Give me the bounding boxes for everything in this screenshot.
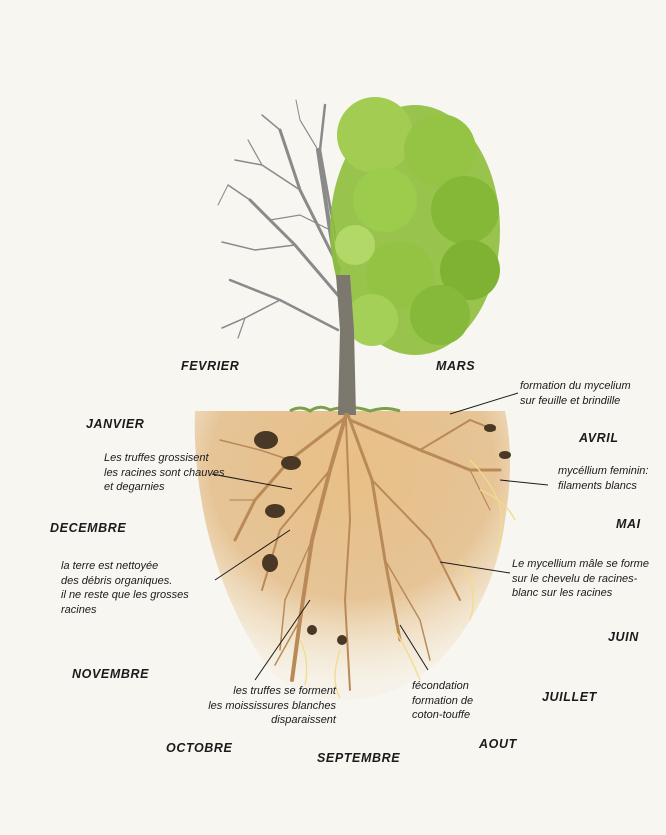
note-line: fécondation xyxy=(412,679,473,694)
note-line: des débris organiques. xyxy=(61,574,189,589)
note-line: les truffes se forment xyxy=(176,684,336,699)
note-mycelium-male: Le mycellium mâle se forme sur le chevel… xyxy=(512,557,649,601)
month-janvier: JANVIER xyxy=(86,417,144,431)
note-line: la terre est nettoyée xyxy=(61,559,189,574)
note-line: formation de xyxy=(412,694,473,709)
note-line: filaments blancs xyxy=(558,479,648,494)
note-line: racines xyxy=(61,603,189,618)
note-mycelium-formation: formation du mycelium sur feuille et bri… xyxy=(520,379,631,408)
note-line: blanc sur les racines xyxy=(512,586,649,601)
note-line: sur feuille et brindille xyxy=(520,394,631,409)
month-juillet: JUILLET xyxy=(542,690,597,704)
note-line: formation du mycelium xyxy=(520,379,631,394)
note-line: Le mycellium mâle se forme xyxy=(512,557,649,572)
note-terre-nettoyee: la terre est nettoyée des débris organiq… xyxy=(61,559,189,617)
note-line: mycéllium feminin: xyxy=(558,464,648,479)
note-line: et degarnies xyxy=(104,480,224,495)
month-novembre: NOVEMBRE xyxy=(72,667,149,681)
month-avril: AVRIL xyxy=(579,431,619,445)
note-line: les moississures blanches xyxy=(176,699,336,714)
note-truffes-grossissent: Les truffes grossisent les racines sont … xyxy=(104,451,224,495)
month-aout: AOUT xyxy=(479,737,517,751)
note-line: disparaissent xyxy=(176,713,336,728)
note-line: les racines sont chauves xyxy=(104,466,224,481)
month-octobre: OCTOBRE xyxy=(166,741,232,755)
month-mai: MAI xyxy=(616,517,641,531)
month-juin: JUIN xyxy=(608,630,639,644)
note-line: sur le chevelu de racines- xyxy=(512,572,649,587)
month-septembre: SEPTEMBRE xyxy=(317,751,400,765)
note-fecondation: fécondation formation de coton-touffe xyxy=(412,679,473,723)
note-truffes-forment: les truffes se forment les moississures … xyxy=(176,684,336,728)
note-mycelium-feminin: mycéllium feminin: filaments blancs xyxy=(558,464,648,493)
bare-branches xyxy=(218,100,344,400)
green-foliage xyxy=(330,97,500,355)
note-line: coton-touffe xyxy=(412,708,473,723)
month-mars: MARS xyxy=(436,359,475,373)
note-line: il ne reste que les grosses xyxy=(61,588,189,603)
month-decembre: DECEMBRE xyxy=(50,521,126,535)
soil-area xyxy=(195,411,510,700)
note-line: Les truffes grossisent xyxy=(104,451,224,466)
month-fevrier: FEVRIER xyxy=(181,359,239,373)
